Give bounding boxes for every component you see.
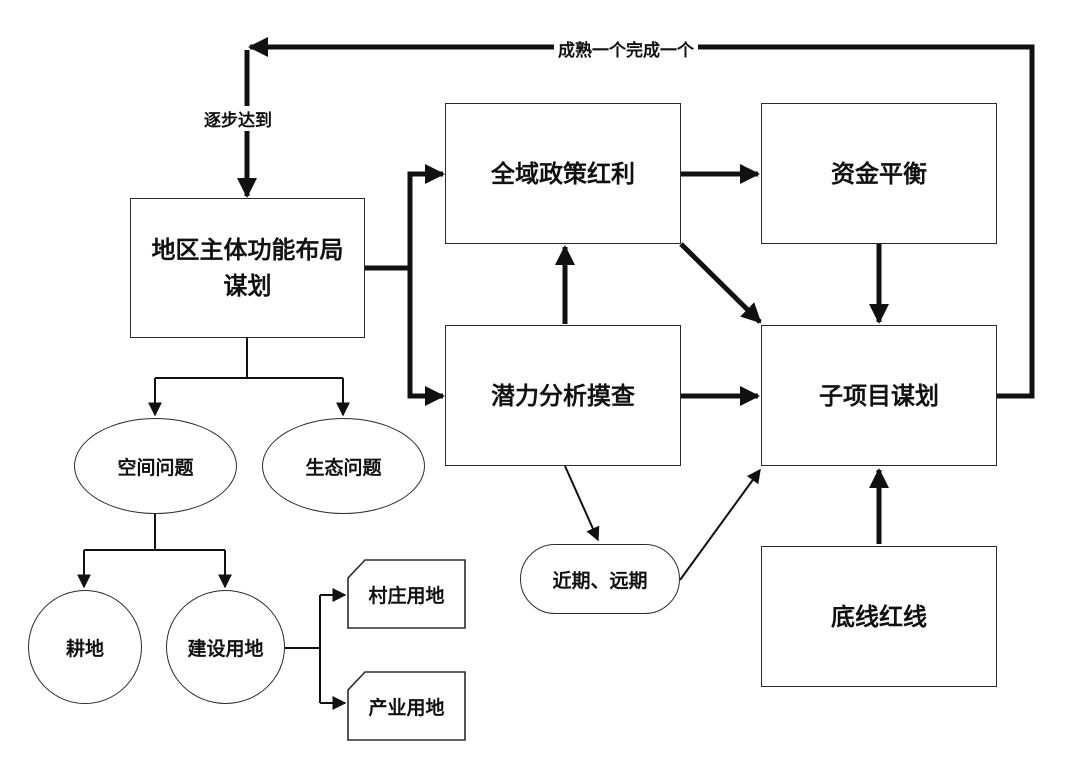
space-to-land-connector xyxy=(84,513,225,551)
space-issue-ellipse: 空间问题 xyxy=(74,418,237,514)
potential-analysis-box: 潜力分析摸查 xyxy=(445,325,681,466)
farmland-circle: 耕地 xyxy=(28,590,142,704)
planning-to-issues-connector xyxy=(155,338,343,379)
sub-project-planning-label: 子项目谋划 xyxy=(819,381,939,410)
branch-to-policy-connector xyxy=(407,164,445,268)
policy-dividend-label: 全域政策红利 xyxy=(491,159,635,188)
feedback-left-label: 逐步达到 xyxy=(200,106,276,131)
space-issue-label: 空间问题 xyxy=(117,456,194,479)
farmland-label: 耕地 xyxy=(65,637,104,660)
fund-balance-box: 资金平衡 xyxy=(761,103,997,244)
near-far-term-label: 近期、远期 xyxy=(552,569,648,592)
industrial-land-tag-shape xyxy=(347,671,466,741)
industrial-land-tag: 产业用地 xyxy=(350,674,463,738)
village-land-tag: 村庄用地 xyxy=(350,562,463,626)
construction-land-circle: 建设用地 xyxy=(166,590,285,704)
potential-analysis-label: 潜力分析摸查 xyxy=(491,381,635,410)
baseline-redline-box: 底线红线 xyxy=(761,546,997,687)
ecology-issue-label: 生态问题 xyxy=(305,456,382,479)
branch-to-potential-connector xyxy=(407,268,445,406)
potential-to-term-connector xyxy=(564,465,600,542)
near-far-term-pill: 近期、远期 xyxy=(520,544,680,614)
ecology-issue-ellipse: 生态问题 xyxy=(262,418,425,514)
sub-project-planning-box: 子项目谋划 xyxy=(761,325,997,466)
regional-planning-box: 地区主体功能布局 谋划 xyxy=(130,198,365,338)
policy-to-subproject-connector xyxy=(679,242,762,324)
regional-planning-line2: 谋划 xyxy=(223,272,272,300)
regional-planning-line1: 地区主体功能布局 xyxy=(151,236,344,264)
industrial-land-label: 产业用地 xyxy=(368,696,445,719)
policy-dividend-box: 全域政策红利 xyxy=(445,103,681,244)
term-to-subproject-connector xyxy=(679,468,761,581)
construction-to-subtypes-connector xyxy=(285,595,321,703)
baseline-redline-label: 底线红线 xyxy=(831,602,927,631)
village-land-tag-shape xyxy=(347,559,466,629)
fund-balance-label: 资金平衡 xyxy=(831,159,927,188)
village-land-label: 村庄用地 xyxy=(368,584,445,607)
feedback-top-label: 成熟一个完成一个 xyxy=(554,36,698,61)
construction-land-label: 建设用地 xyxy=(187,637,264,660)
